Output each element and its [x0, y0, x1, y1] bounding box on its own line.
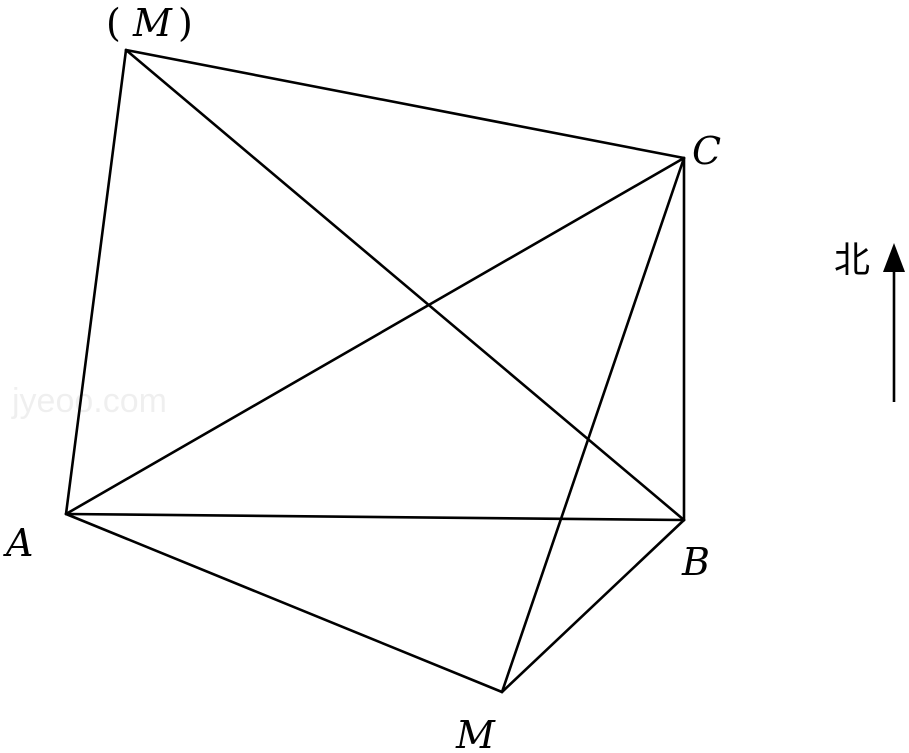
segment-a-m — [64, 512, 504, 694]
segment-a-b — [64, 512, 686, 522]
segment-m-top-b — [124, 48, 686, 522]
label-c: C — [692, 129, 721, 173]
label-m-top: ( M ) — [106, 1, 193, 45]
segments-group — [64, 48, 686, 694]
label-m-top-letter: M — [132, 1, 173, 45]
label-a: A — [3, 521, 33, 565]
north-compass: 北 — [834, 240, 905, 402]
label-m: M — [455, 713, 496, 753]
segment-m-top-c — [124, 48, 686, 160]
segment-a-c — [64, 156, 686, 516]
label-b: B — [681, 540, 710, 584]
segment-c-m — [500, 156, 686, 694]
segment-b-m — [500, 518, 686, 694]
label-m-top-close: ) — [178, 1, 193, 45]
north-arrow-head-icon — [883, 243, 905, 272]
north-label: 北 — [834, 240, 870, 281]
label-m-top-open: ( — [106, 1, 121, 45]
watermark: jyeoo.com — [11, 382, 167, 420]
segment-m-top-a — [64, 48, 128, 516]
